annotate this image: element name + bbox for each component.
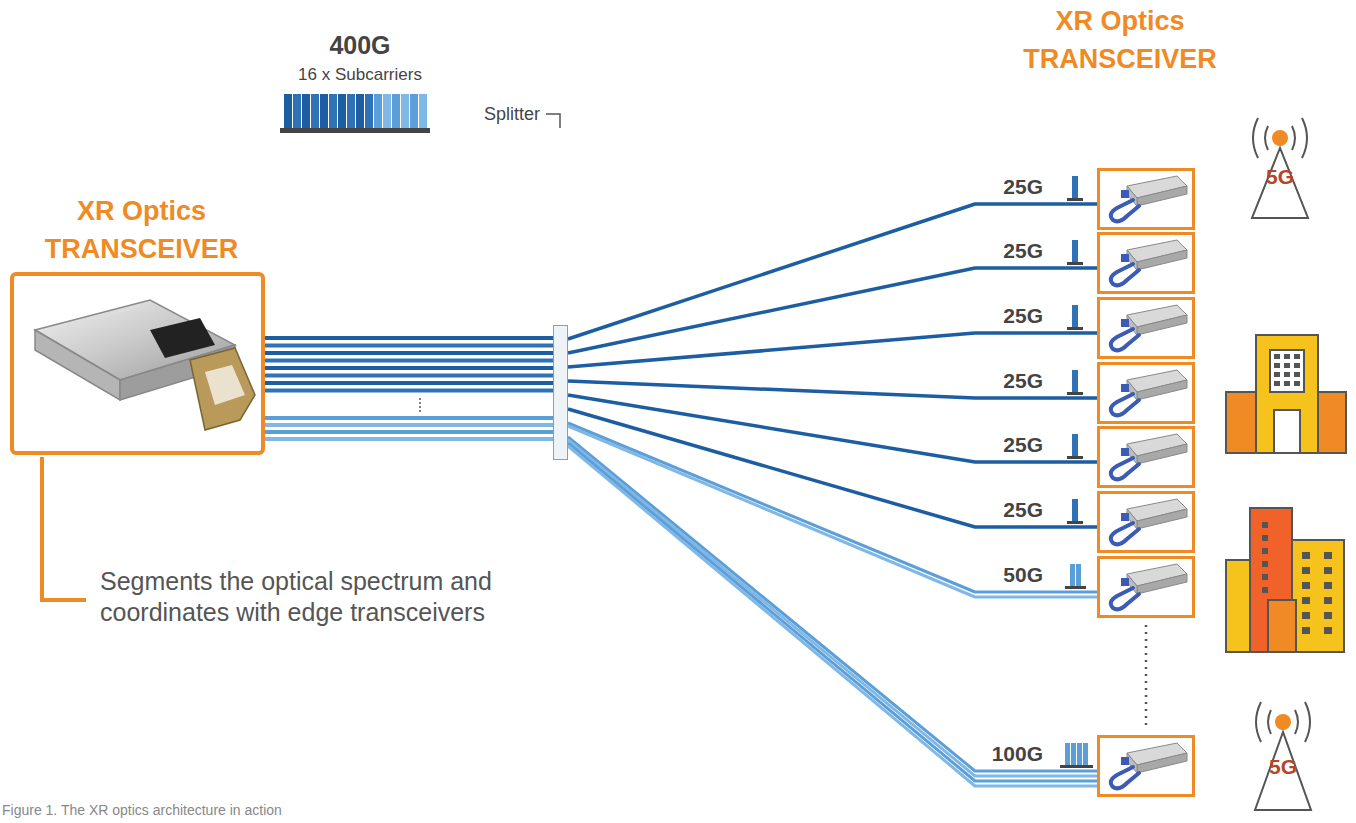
fiber-connector <box>265 338 553 439</box>
rate-label: 25G <box>1003 304 1043 328</box>
splitter: Splitter <box>553 325 568 460</box>
fiber-connector <box>568 333 1097 367</box>
rate-label: 50G <box>1003 563 1043 587</box>
rate-label: 25G <box>1003 498 1043 522</box>
transceiver-box: 25G <box>1097 168 1195 230</box>
figure-caption: Figure 1. The XR optics architecture in … <box>2 802 282 818</box>
rate-label: 25G <box>1003 369 1043 393</box>
transceiver-box: 25G <box>1097 426 1195 488</box>
subcarrier-label: 16 x Subcarriers <box>260 64 460 85</box>
transceiver-heading: XR Optics TRANSCEIVER <box>1020 2 1220 78</box>
fiber-connector <box>568 268 1097 353</box>
city-icon <box>1226 508 1344 652</box>
tower-icon <box>1255 702 1311 810</box>
transceiver-picture <box>35 300 255 430</box>
fiber-connector <box>568 395 1097 462</box>
tower-icon <box>1252 118 1308 218</box>
callout-text: Segments the optical spectrum and coordi… <box>100 566 570 628</box>
transceiver-box: 25G <box>1097 362 1195 424</box>
transceiver-pictures <box>1111 176 1187 788</box>
building-icon <box>1226 335 1346 453</box>
transceiver-box: XR Optics TRANSCEIVER <box>10 272 265 455</box>
transceiver-box: 25G <box>1097 491 1195 553</box>
fiber-connector <box>568 204 1097 339</box>
mini-spectrum <box>1060 176 1093 768</box>
transceiver-heading: XR Optics TRANSCEIVER <box>14 192 269 268</box>
splitter-label: Splitter <box>484 104 540 125</box>
rate-label: 25G <box>1003 239 1043 263</box>
leader-line <box>546 114 560 128</box>
transceiver-box: 100G <box>1097 735 1195 797</box>
transceiver-box: 25G <box>1097 232 1195 294</box>
rate-label: 25G <box>1003 175 1043 199</box>
subcarrier-spectrum <box>280 94 430 133</box>
rate-label: 400G <box>290 30 430 61</box>
callout-bracket <box>42 457 86 600</box>
rate-label: 25G <box>1003 433 1043 457</box>
5g-label: 5G <box>1258 164 1302 190</box>
fiber-connector <box>568 437 1097 786</box>
ellipsis-dots <box>419 398 421 412</box>
rate-label: 100G <box>992 742 1043 766</box>
5g-label: 5G <box>1261 754 1305 780</box>
window-pattern <box>1262 354 1332 634</box>
ellipsis-dots <box>1145 625 1148 728</box>
transceiver-box: 50G <box>1097 556 1195 618</box>
transceiver-box: 25G <box>1097 297 1195 359</box>
